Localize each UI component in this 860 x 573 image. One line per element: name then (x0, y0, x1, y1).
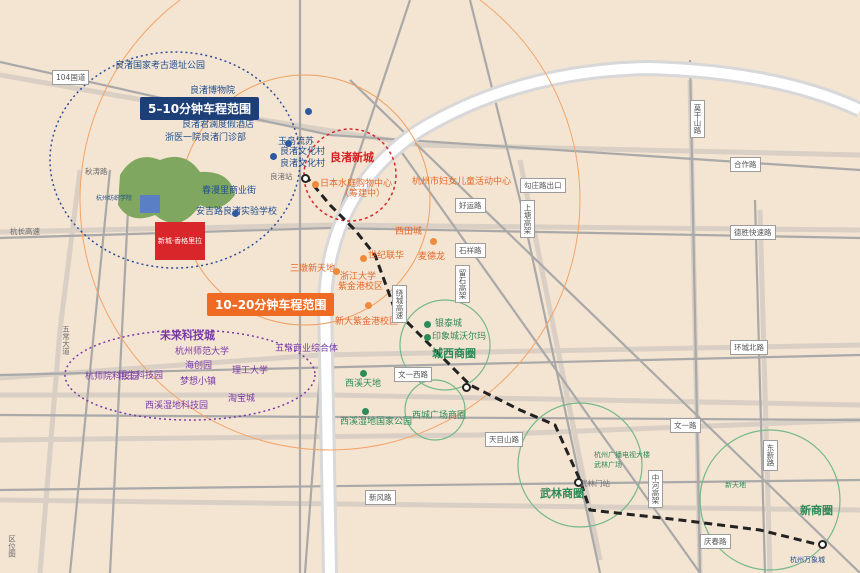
road-label: 上塘高架 (520, 200, 535, 238)
range-10-20-banner: 10–20分钟车程范围 (207, 293, 335, 316)
district-future-sci: 未来科技城 (160, 329, 215, 342)
metro-station-label: 良渚站 (270, 172, 293, 181)
project-name: 新城·香格里拉 (157, 237, 203, 245)
range-5-10-banner: 5–10分钟车程范围 (140, 97, 260, 120)
road-label: 勾庄路出口 (520, 178, 566, 193)
road-label: 留石高架 (455, 265, 470, 303)
poi-orange: 新大紫金港校区 (335, 317, 399, 327)
marker-orange (333, 268, 340, 275)
poi-green: 银泰城 (435, 319, 463, 329)
poi-wulin: 杭州广播电视大楼 (594, 451, 650, 459)
lake (140, 195, 160, 213)
road-label: 东新路 (763, 440, 778, 471)
metro-station (462, 383, 471, 392)
poi-orange: 麦德龙 (418, 252, 446, 262)
road-label: 绕城高速 (392, 285, 407, 323)
marker-green (424, 334, 431, 341)
road-label: 莫干山路 (690, 100, 705, 138)
poi-purple: 杭州师范大学 (175, 347, 230, 357)
future-sci-ring (64, 329, 316, 421)
poi-purple: 淘宝城 (228, 394, 256, 404)
district-east: 新商圈 (800, 504, 833, 517)
marker-orange (430, 238, 437, 245)
road-label: 中河高架 (648, 470, 663, 508)
poi-purple: 杭师院科技园 (85, 372, 140, 382)
ring-5-10 (49, 51, 301, 269)
poi-blue: 浙医一院良渚门诊部 (165, 133, 247, 143)
district-chengxi: 城西商圈 (432, 347, 476, 360)
poi-purple: 梦想小镇 (180, 377, 217, 387)
road-label: 新风路 (365, 490, 396, 505)
road-label: 天目山路 (485, 432, 523, 447)
metro-station-label: 武林门站 (580, 479, 610, 488)
road-label: 104国道 (52, 70, 90, 85)
marker-green (362, 408, 369, 415)
poi-orange: 杭州市妇女儿童活动中心 (412, 177, 512, 187)
poi-orange: 浙江大学 (340, 272, 377, 282)
road-label: 杭长高速 (10, 227, 40, 236)
road-label: 文一路 (670, 418, 701, 433)
metro-station (574, 478, 583, 487)
poi-blue: 玉鸟流苏 (278, 137, 315, 147)
road-label: 文一西路 (394, 367, 432, 382)
project-flag[interactable]: 新城·香格里拉 (155, 222, 205, 260)
poi-wulin: 武林广场 (594, 461, 622, 469)
poi-green: 西溪天地 (345, 379, 382, 389)
map-caption: 区位图 (7, 535, 17, 558)
poi-orange: 三墩新天地 (290, 264, 336, 274)
poi-purple: 海创园 (185, 361, 213, 371)
xicheng-ring (404, 379, 466, 441)
marker-blue (270, 153, 277, 160)
poi-green: 西溪湿地国家公园 (340, 417, 413, 427)
metro-station (818, 540, 827, 549)
outer-orange-ring (79, 0, 581, 451)
district-xicheng: 西城广场商圈 (412, 411, 467, 421)
poi-blue: 春漫里商业街 (202, 186, 257, 196)
poi-orange: 世纪联华 (368, 251, 405, 261)
marker-blue (305, 108, 312, 115)
metro-line (303, 174, 821, 547)
poi-orange: 西田城 (395, 227, 423, 237)
poi-blue: 良渚文化村 (280, 159, 326, 169)
road-label: 德胜快速路 (730, 225, 776, 240)
district-wulin: 武林商圈 (540, 487, 584, 500)
poi-purple: 恒生科技园 (118, 371, 164, 381)
poi-purple: 西溪湿地科技园 (145, 401, 209, 411)
poi-blue: 杭州纺织学院 (96, 195, 133, 202)
marker-blue (232, 210, 239, 217)
road-label: 庆春路 (700, 534, 731, 549)
poi-blue: 良渚君澜度假酒店 (182, 120, 255, 130)
district-liangzhu: 良渚新城 (330, 151, 374, 164)
poi-orange: 日本水庭购物中心 (320, 179, 393, 189)
poi-blue: 良渚博物院 (190, 86, 236, 96)
poi-orange: （筹建中） (340, 189, 386, 199)
poi-east: 新天地 (725, 481, 746, 489)
wulin-ring (517, 402, 643, 528)
marker-green (424, 321, 431, 328)
marker-green (360, 370, 367, 377)
metro-station (301, 174, 310, 183)
marker-orange (360, 255, 367, 262)
road-label: 五常大道 (61, 325, 71, 355)
road-label: 合作路 (730, 157, 761, 172)
marker-orange (365, 302, 372, 309)
road-label: 秋涛路 (85, 167, 108, 176)
poi-blue: 良渚国家考古遗址公园 (115, 61, 206, 71)
poi-orange: 紫金港校区 (338, 282, 384, 292)
marker-orange (312, 181, 319, 188)
chengxi-ring (399, 299, 491, 391)
poi-green: 印象城沃尔玛 (432, 332, 487, 342)
poi-east: 杭州万象城 (790, 556, 825, 564)
poi-purple: 理工大学 (232, 366, 269, 376)
poi-purple: 五常商业综合体 (275, 344, 339, 354)
road-label: 环城北路 (730, 340, 768, 355)
road-label: 好运路 (455, 198, 486, 213)
poi-blue: 良渚文化村 (280, 147, 326, 157)
east-ring (699, 429, 841, 571)
marker-blue (285, 140, 292, 147)
road-label: 石祥路 (455, 243, 486, 258)
